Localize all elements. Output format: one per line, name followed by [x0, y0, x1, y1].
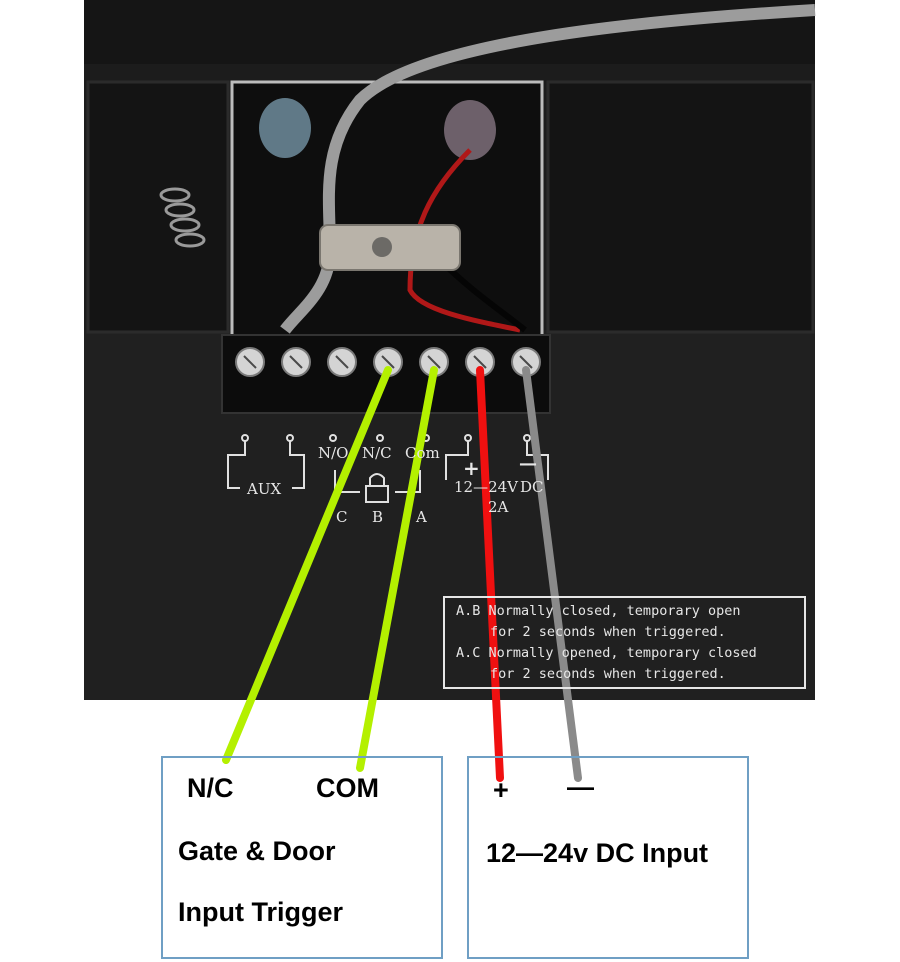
nc-wire: [222, 366, 392, 764]
right-battery-compartment: [546, 80, 815, 334]
gate-door-trigger-box: [161, 756, 443, 959]
input-trigger-title: Input Trigger: [178, 897, 343, 927]
negative-label: —: [567, 772, 594, 802]
positive-label: +: [493, 775, 509, 805]
nc-terminal-label: N/C: [362, 444, 392, 462]
terminal-diagram-lines: [227, 434, 549, 493]
com-wire-label: COM: [316, 773, 379, 803]
com-terminal-label: Com: [405, 444, 440, 462]
no-label: N/O: [318, 444, 349, 462]
amp-label: 2A: [488, 498, 509, 516]
cable: [280, 4, 816, 334]
red-wire-inside: [407, 148, 521, 333]
voltage-label: 12—24V: [454, 478, 519, 496]
minus-terminal-label: —: [519, 453, 537, 474]
note-line-2: for 2 seconds when triggered.: [490, 624, 726, 640]
note-line-4: for 2 seconds when triggered.: [490, 666, 726, 682]
battery-spring-icon: [159, 187, 206, 248]
plus-terminal-label: +: [463, 456, 480, 480]
gate-door-title: Gate & Door: [178, 836, 336, 866]
dc-input-box: [467, 756, 749, 959]
dc-label: DC: [520, 478, 544, 496]
aux-label: AUX: [247, 480, 282, 498]
padlock-icon: [365, 473, 389, 503]
positive-wire: [476, 366, 504, 782]
note-line-3: A.C Normally opened, temporary closed: [456, 645, 757, 661]
a-label: A: [416, 508, 427, 526]
c-label: C: [336, 508, 348, 526]
nc-wire-label: N/C: [187, 773, 234, 803]
com-wire: [356, 366, 438, 772]
right-grommet: [444, 100, 496, 160]
clamp-screw: [372, 237, 392, 257]
dc-input-title: 12—24v DC Input: [486, 838, 709, 868]
left-grommet: [259, 98, 311, 158]
instruction-note-box: [443, 596, 806, 689]
b-label: B: [372, 508, 384, 526]
left-battery-compartment: [86, 80, 230, 334]
note-line-1: A.B Normally closed, temporary open: [456, 603, 741, 619]
negative-wire: [522, 366, 582, 782]
